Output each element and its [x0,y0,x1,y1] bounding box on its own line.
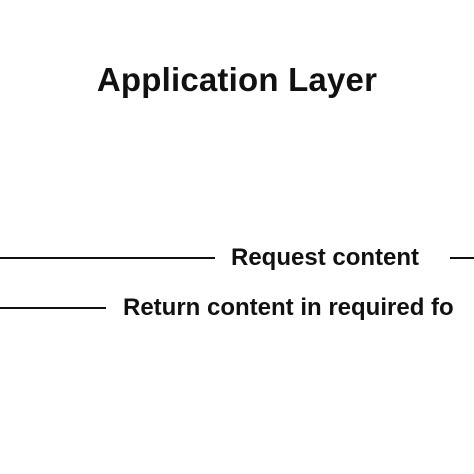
request-message-arrow: Request content [0,238,474,278]
request-arrow-line-right [450,257,474,259]
request-arrow-line-left [0,257,215,259]
response-arrow-line-left [0,307,106,309]
request-message-label: Request content [231,244,420,271]
layer-title: Application Layer [96,61,378,98]
response-message-arrow: Return content in required fo [0,288,474,328]
response-message-label: Return content in required fo [123,294,454,321]
